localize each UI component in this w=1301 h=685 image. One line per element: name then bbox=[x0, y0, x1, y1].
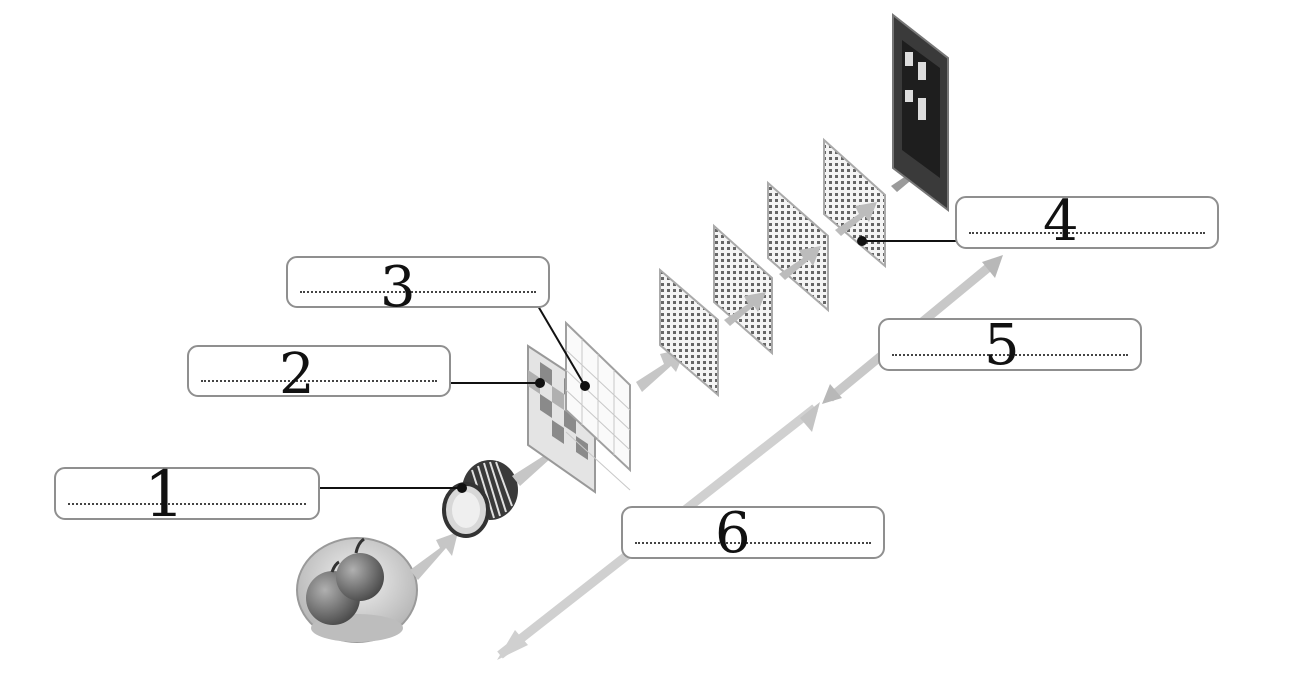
answer-dotted-line bbox=[68, 503, 306, 505]
sensor-grid-icon bbox=[565, 320, 631, 491]
label-box-6[interactable]: 6 bbox=[621, 501, 885, 566]
handwritten-label-1: 1 bbox=[144, 458, 185, 532]
answer-dotted-line bbox=[635, 542, 871, 544]
answer-dotted-line bbox=[892, 354, 1128, 356]
handwritten-label-4: 4 bbox=[1043, 189, 1079, 254]
lens-icon bbox=[442, 460, 518, 538]
light-arrow-3 bbox=[636, 348, 686, 392]
label-box-4[interactable]: 4 bbox=[955, 189, 1219, 254]
label-box-1[interactable]: 1 bbox=[54, 463, 320, 527]
handwritten-label-6: 6 bbox=[715, 501, 751, 566]
handwritten-label-2: 2 bbox=[279, 342, 315, 407]
answer-dotted-line bbox=[201, 380, 437, 382]
label-box-2[interactable]: 2 bbox=[187, 345, 451, 403]
fruit-bowl-icon bbox=[296, 537, 418, 643]
light-arrow-1 bbox=[410, 532, 458, 580]
handwritten-label-3: 3 bbox=[380, 255, 416, 320]
label-box-5[interactable]: 5 bbox=[878, 313, 1142, 378]
label-box-3[interactable]: 3 bbox=[286, 256, 550, 316]
answer-dotted-line bbox=[969, 232, 1205, 234]
memory-card-icon bbox=[892, 12, 949, 213]
answer-dotted-line bbox=[300, 291, 536, 293]
leader-lines bbox=[318, 236, 957, 493]
handwritten-label-5: 5 bbox=[984, 313, 1020, 378]
